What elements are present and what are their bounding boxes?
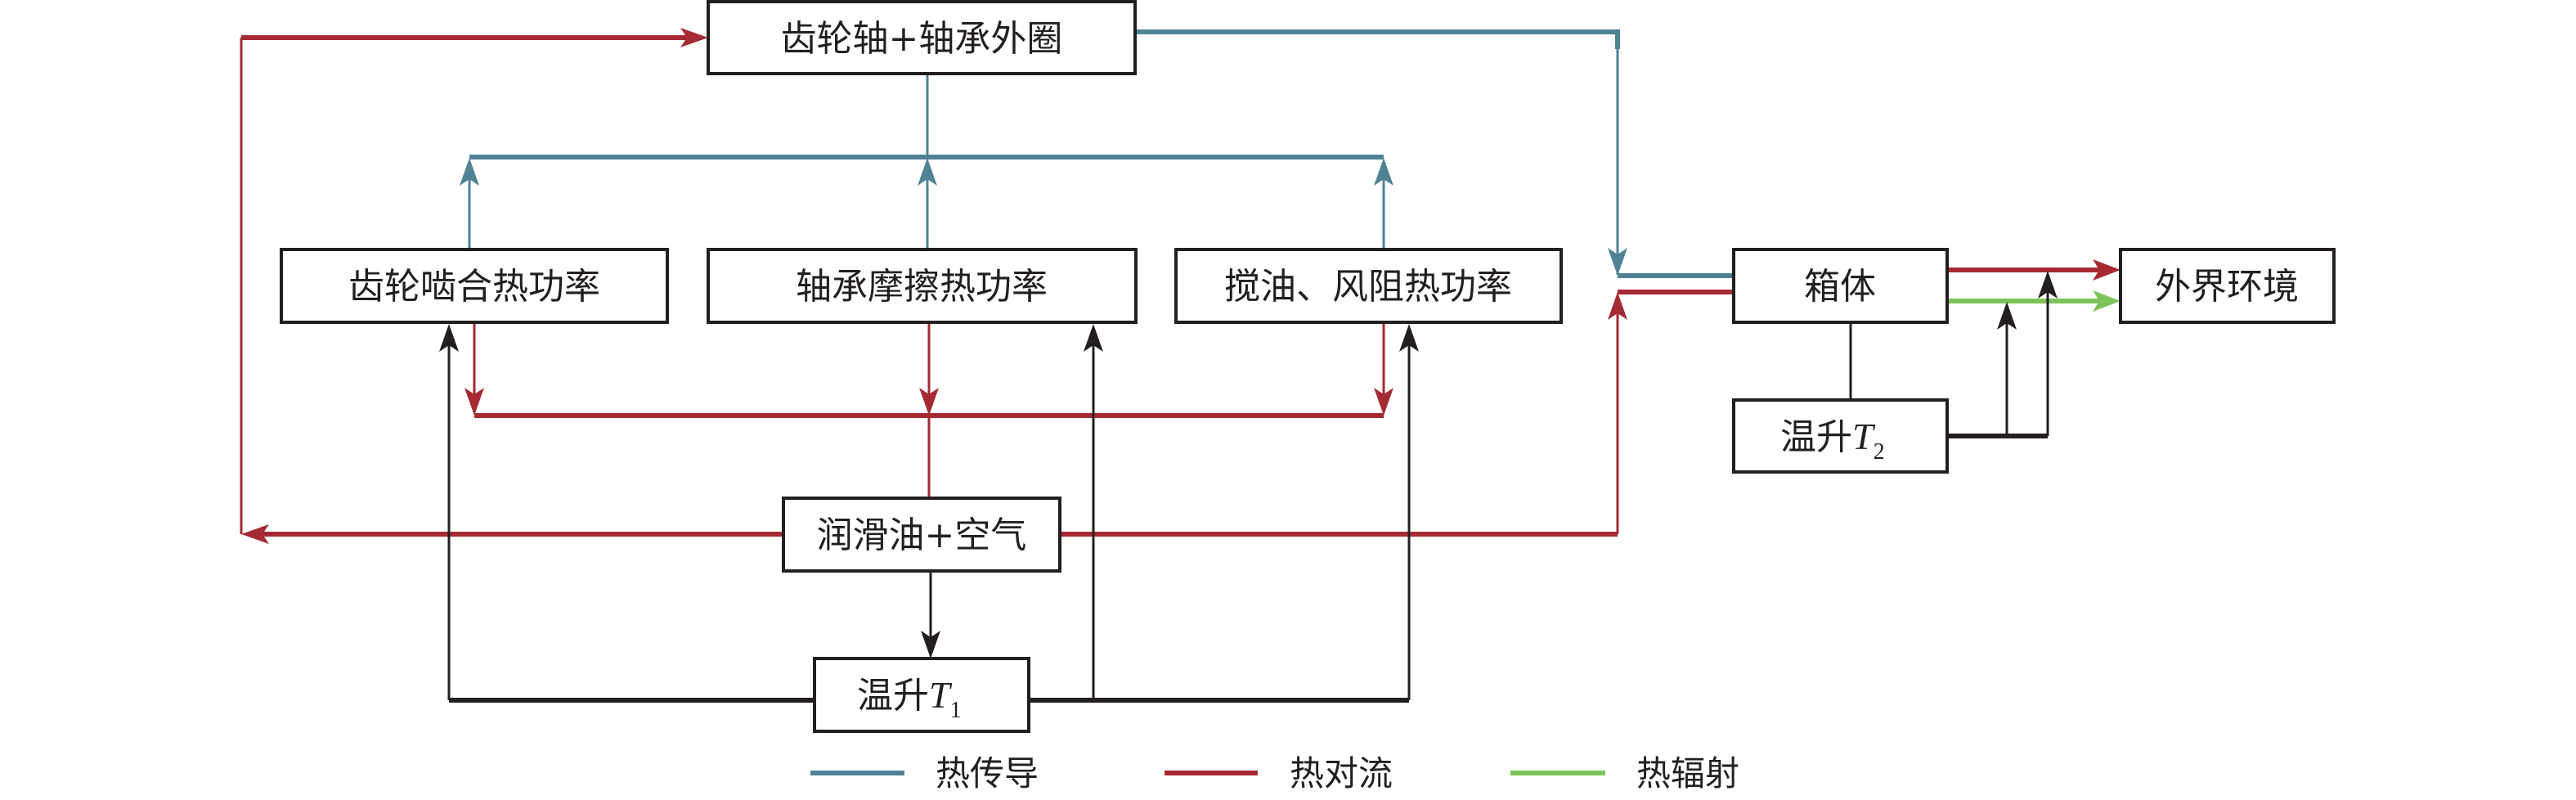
node-label: 温升T1: [857, 674, 962, 723]
node-box: [1732, 248, 1949, 324]
convection-arrow-left-icon: [241, 524, 269, 544]
node-box: [782, 497, 1061, 573]
node-box: [813, 657, 1030, 733]
convection-arrow-right-icon: [2093, 259, 2120, 281]
node-label: 齿轮啮合热功率: [348, 266, 600, 308]
node-box: [707, 0, 1137, 75]
conduction-arrow-up-icon: [460, 158, 479, 186]
legend-label: 热对流: [1290, 753, 1393, 793]
conduction-arrow-up-icon: [1374, 158, 1393, 186]
influence-arrow-up-icon: [1399, 324, 1419, 352]
legend-label: 热辐射: [1636, 753, 1739, 793]
node-temp-rise-t2: 温升T2: [1732, 398, 1949, 474]
influence-arrow-up-icon: [1084, 324, 1103, 352]
convection-arrow-down-icon: [1374, 388, 1393, 416]
temp-rise-label: 温升: [857, 675, 929, 717]
node-temp-rise-t1: 温升T1: [813, 657, 1030, 733]
temp-rise-label: 温升: [1780, 416, 1852, 458]
node-lube-air: 润滑油+空气: [782, 497, 1061, 573]
node-box: [280, 248, 669, 324]
influence-arrow-up-icon: [439, 324, 459, 352]
radiation-lines: [1947, 290, 2120, 312]
node-label: 润滑油+空气: [817, 515, 1027, 556]
node-box: [707, 248, 1138, 324]
radiation-arrow-right-icon: [2093, 290, 2120, 312]
convection-arrow-down-icon: [919, 388, 939, 416]
temperature-subscript: 1: [950, 698, 962, 723]
legend-item-convection: 热对流: [1165, 753, 1393, 793]
node-gear-shaft: 齿轮轴+轴承外圈: [707, 0, 1137, 75]
influence-arrow-up-icon: [1997, 302, 2017, 330]
node-label: 箱体: [1804, 266, 1876, 308]
node-box: [1174, 248, 1563, 324]
node-bearing-friction: 轴承摩擦热功率: [707, 248, 1138, 324]
node-churning-windage: 搅油、风阻热功率: [1174, 248, 1563, 324]
node-label: 外界环境: [2155, 266, 2299, 308]
node-label: 温升T2: [1780, 416, 1885, 465]
legend: 热传导 热对流 热辐射: [810, 753, 1739, 793]
conduction-arrow-up-icon: [918, 158, 937, 186]
influence-arrow-up-icon: [2038, 271, 2058, 299]
conduction-arrow-down-icon: [1608, 248, 1627, 276]
node-label: 齿轮轴+轴承外圈: [781, 18, 1063, 60]
convection-lines: [240, 28, 2120, 544]
temperature-subscript: 2: [1874, 439, 1885, 465]
influence-lines: [439, 271, 2058, 703]
node-environment: 外界环境: [2119, 248, 2336, 324]
influence-arrow-down-icon: [921, 631, 940, 658]
conduction-line-shaft-housing-top: [1135, 29, 1620, 49]
legend-item-radiation: 热辐射: [1510, 753, 1739, 793]
temperature-symbol: T: [1852, 416, 1876, 457]
node-label: 搅油、风阻热功率: [1224, 266, 1512, 308]
node-housing: 箱体: [1732, 248, 1949, 324]
node-gear-mesh: 齿轮啮合热功率: [280, 248, 669, 324]
temperature-symbol: T: [929, 674, 953, 716]
legend-label: 热传导: [936, 753, 1039, 793]
convection-arrow-down-icon: [464, 388, 484, 416]
conduction-lines: [460, 29, 1734, 278]
node-box: [2119, 248, 2336, 324]
convection-arrow-up-icon: [1608, 292, 1627, 320]
legend-item-conduction: 热传导: [810, 753, 1039, 793]
node-label: 轴承摩擦热功率: [796, 266, 1048, 308]
convection-arrow-right-icon: [680, 28, 708, 47]
node-box: [1732, 398, 1949, 474]
